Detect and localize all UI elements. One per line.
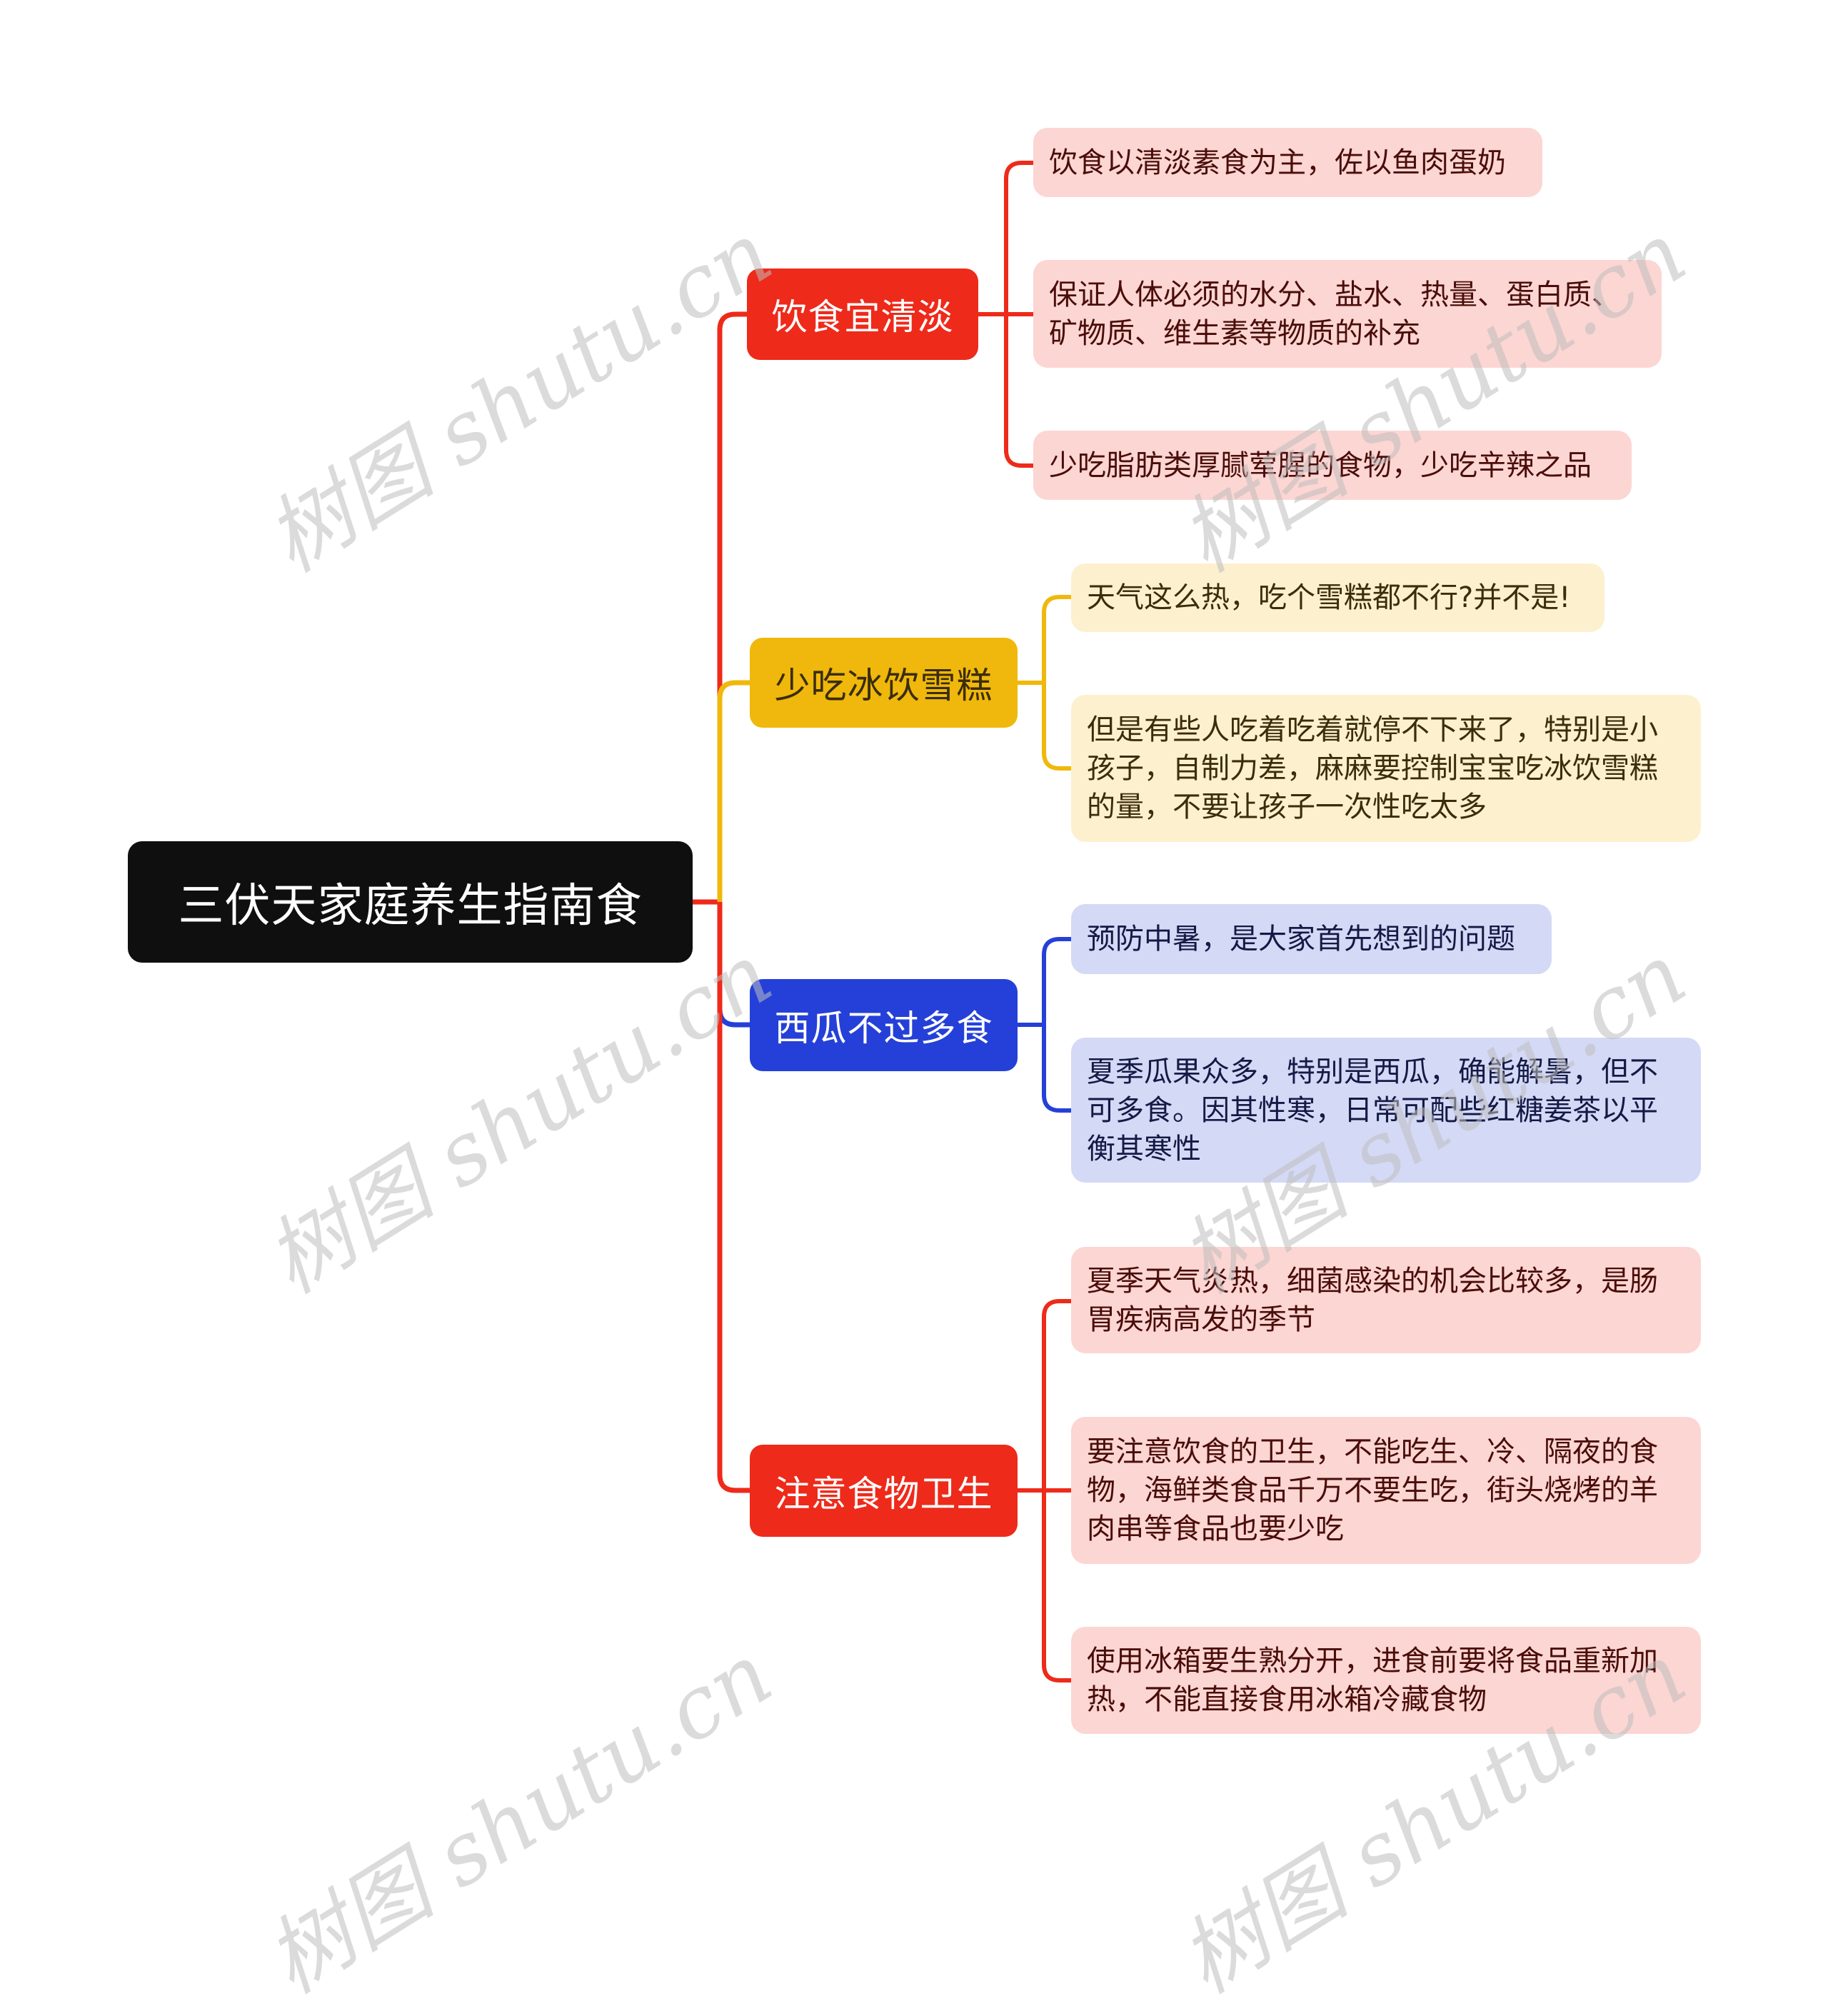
branch-label: 西瓜不过多食 bbox=[774, 1007, 993, 1049]
leaf-node[interactable]: 使用冰箱要生熟分开，进食前要将食品重新加热，不能直接食用冰箱冷藏食物 bbox=[1071, 1627, 1701, 1734]
branch-node-watermelon[interactable]: 西瓜不过多食 bbox=[750, 979, 1018, 1071]
branch-label: 注意食物卫生 bbox=[774, 1473, 993, 1515]
leaf-text: 但是有些人吃着吃着就停不下来了，特别是小孩子，自制力差，麻麻要控制宝宝吃冰饮雪糕… bbox=[1087, 713, 1658, 823]
branch-node-light-diet[interactable]: 饮食宜清淡 bbox=[747, 269, 978, 360]
leaf-text: 要注意饮食的卫生，不能吃生、冷、隔夜的食物，海鲜类食品千万不要生吃，街头烧烤的羊… bbox=[1087, 1435, 1658, 1545]
leaf-node[interactable]: 要注意饮食的卫生，不能吃生、冷、隔夜的食物，海鲜类食品千万不要生吃，街头烧烤的羊… bbox=[1071, 1417, 1701, 1564]
leaf-node[interactable]: 夏季天气炎热，细菌感染的机会比较多，是肠胃疾病高发的季节 bbox=[1071, 1247, 1701, 1353]
leaf-text: 天气这么热，吃个雪糕都不行?并不是! bbox=[1087, 581, 1571, 614]
mindmap-canvas: 三伏天家庭养生指南食 饮食宜清淡 饮食以清淡素食为主，佐以鱼肉蛋奶 保证人体必须… bbox=[128, 128, 1702, 2012]
leaf-text: 预防中暑，是大家首先想到的问题 bbox=[1087, 923, 1515, 956]
branch-node-less-ice-cream[interactable]: 少吃冰饮雪糕 bbox=[750, 638, 1018, 728]
connector-lines bbox=[693, 161, 1071, 1682]
branch-label: 少吃冰饮雪糕 bbox=[774, 665, 993, 706]
leaf-text: 夏季天气炎热，细菌感染的机会比较多，是肠胃疾病高发的季节 bbox=[1087, 1264, 1658, 1336]
leaf-node[interactable]: 保证人体必须的水分、盐水、热量、蛋白质、矿物质、维生素等物质的补充 bbox=[1033, 260, 1662, 368]
leaf-node[interactable]: 饮食以清淡素食为主，佐以鱼肉蛋奶 bbox=[1033, 128, 1542, 197]
leaf-text: 饮食以清淡素食为主，佐以鱼肉蛋奶 bbox=[1049, 146, 1506, 179]
leaf-text: 使用冰箱要生熟分开，进食前要将食品重新加热，不能直接食用冰箱冷藏食物 bbox=[1087, 1645, 1658, 1716]
root-node[interactable]: 三伏天家庭养生指南食 bbox=[128, 841, 693, 963]
leaf-node[interactable]: 夏季瓜果众多，特别是西瓜，确能解暑，但不可多食。因其性寒，日常可配些红糖姜茶以平… bbox=[1071, 1038, 1701, 1183]
root-label: 三伏天家庭养生指南食 bbox=[178, 880, 643, 933]
leaf-node[interactable]: 但是有些人吃着吃着就停不下来了，特别是小孩子，自制力差，麻麻要控制宝宝吃冰饮雪糕… bbox=[1071, 695, 1701, 842]
branch-label: 饮食宜清淡 bbox=[771, 296, 954, 338]
leaf-text: 少吃脂肪类厚腻荤腥的食物，少吃辛辣之品 bbox=[1049, 448, 1592, 482]
leaf-node[interactable]: 天气这么热，吃个雪糕都不行?并不是! bbox=[1071, 563, 1604, 632]
branch-node-food-hygiene[interactable]: 注意食物卫生 bbox=[750, 1445, 1018, 1537]
leaf-text: 保证人体必须的水分、盐水、热量、蛋白质、矿物质、维生素等物质的补充 bbox=[1049, 278, 1620, 350]
leaf-node[interactable]: 预防中暑，是大家首先想到的问题 bbox=[1071, 904, 1552, 974]
leaf-node[interactable]: 少吃脂肪类厚腻荤腥的食物，少吃辛辣之品 bbox=[1033, 431, 1632, 500]
leaf-text: 夏季瓜果众多，特别是西瓜，确能解暑，但不可多食。因其性寒，日常可配些红糖姜茶以平… bbox=[1087, 1055, 1658, 1165]
